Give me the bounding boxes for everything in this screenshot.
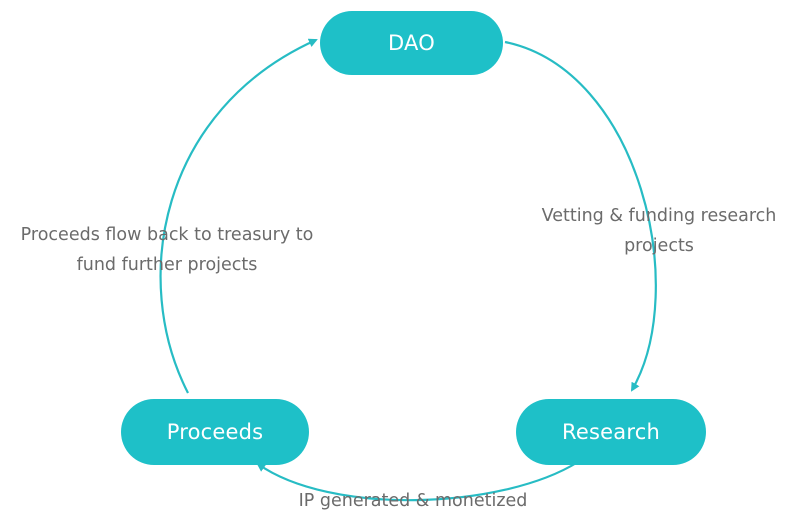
dao-node-label: DAO — [388, 31, 435, 55]
research-node-label: Research — [562, 420, 660, 444]
arrow-proceeds-to-dao — [159, 38, 318, 394]
dao-to-research-label-line2: projects — [624, 236, 694, 256]
proceeds-node-label: Proceeds — [166, 420, 264, 444]
arrow-dao-to-research — [504, 40, 657, 392]
research-node: Research — [516, 399, 706, 465]
dao-node: DAO — [320, 11, 503, 75]
proceeds-to-dao-label-line2: fund further projects — [76, 255, 258, 275]
dao-to-research-label-line1: Vetting & funding research — [541, 206, 777, 226]
research-to-proceeds-label-line1: IP generated & monetized — [298, 491, 528, 511]
proceeds-to-dao-label: Proceeds flow back to treasury to fund f… — [0, 220, 334, 280]
dao-to-research-label: Vetting & funding research projects — [520, 201, 798, 261]
proceeds-node: Proceeds — [121, 399, 309, 465]
arrow-research-to-proceeds — [256, 461, 579, 502]
proceeds-to-dao-label-line1: Proceeds flow back to treasury to — [20, 225, 314, 245]
research-to-proceeds-label: IP generated & monetized — [268, 486, 558, 516]
